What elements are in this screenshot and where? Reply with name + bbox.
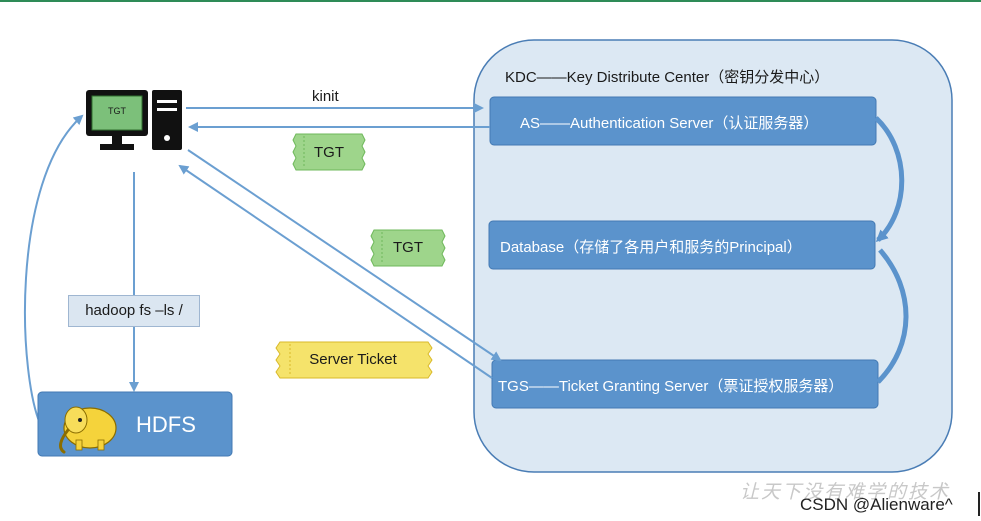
csdn-credit: CSDN @Alienware^ — [800, 495, 953, 514]
hdfs-label: HDFS — [136, 412, 196, 437]
computer-icon — [86, 90, 182, 150]
tgt-ticket-1 — [292, 133, 366, 171]
server-ticket-label: Server Ticket — [309, 351, 397, 368]
text-cursor — [978, 492, 980, 516]
from-tgs-arrow — [178, 164, 493, 379]
as-to-database-arrow — [874, 116, 905, 243]
watermark-text: 让天下没有难学的技术 — [740, 481, 951, 503]
to-tgs-arrow — [187, 149, 502, 362]
client-screen-tgt: TGT — [108, 106, 126, 116]
top-rule — [0, 0, 981, 2]
hadoop-command-label: hadoop fs –ls / — [68, 295, 200, 327]
database-box — [488, 220, 876, 270]
server-ticket — [275, 341, 433, 379]
database-label: Database（存储了各用户和服务的Principal） — [500, 239, 802, 256]
kinit-label: kinit — [312, 88, 339, 105]
tgs-box — [491, 359, 879, 409]
hdfs-to-computer-arrow — [23, 114, 84, 429]
as-label: AS——Authentication Server（认证服务器） — [520, 115, 819, 132]
tgt-ticket-2 — [370, 229, 446, 267]
kdc-title: KDC——Key Distribute Center（密钥分发中心） — [505, 69, 830, 86]
hadoop-elephant-icon — [59, 406, 117, 454]
tgs-to-database-arrow — [876, 248, 909, 384]
tgt-ticket-1-label: TGT — [314, 144, 344, 161]
tgs-label: TGS——Ticket Granting Server（票证授权服务器） — [498, 378, 844, 395]
tgt-ticket-2-label: TGT — [393, 239, 423, 256]
